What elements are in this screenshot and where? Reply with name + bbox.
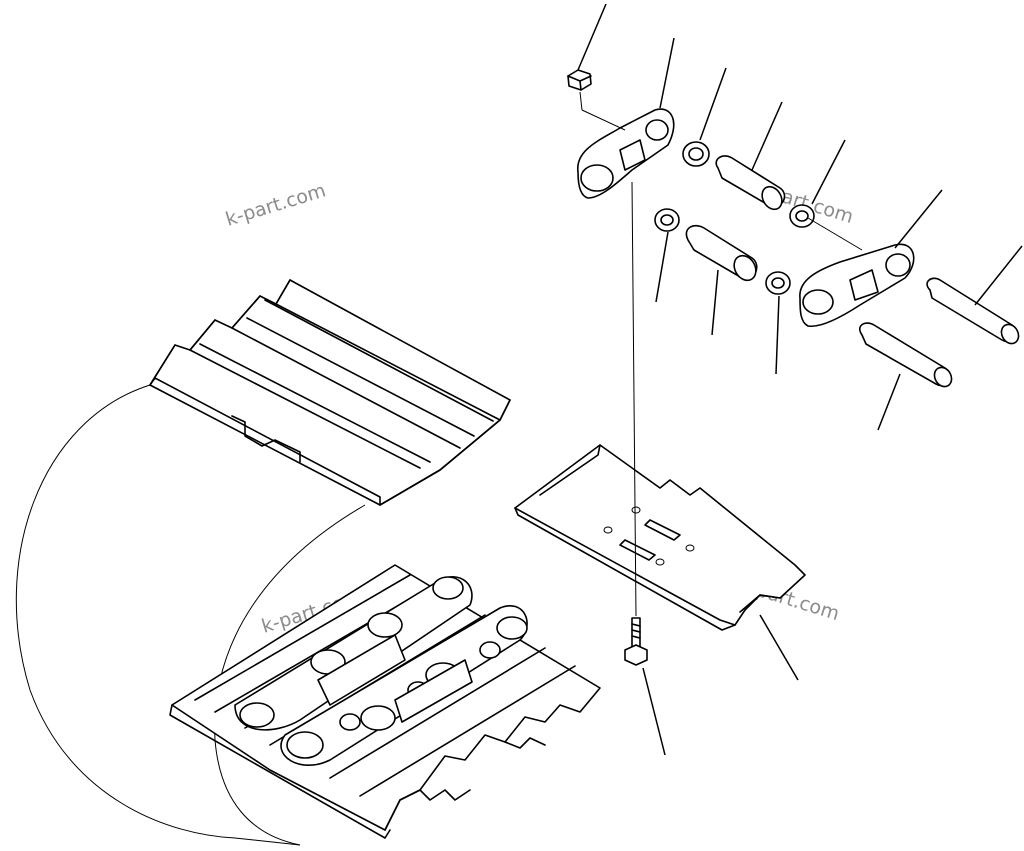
bushing-1: [715, 155, 786, 211]
seal-ring-3: [654, 208, 680, 232]
track-shoe-plate: [514, 444, 806, 631]
nut: [567, 69, 592, 91]
shoe-bolt: [624, 617, 648, 666]
bushing-2: [685, 224, 758, 282]
seal-ring-1: [682, 141, 710, 167]
inner-link: [577, 108, 675, 199]
seal-ring-4: [765, 271, 791, 295]
track-assembly: [169, 564, 601, 839]
outer-link: [799, 243, 915, 328]
track-pin-1: [926, 277, 1020, 345]
leader-lines: [577, 3, 1023, 756]
seal-ring-2: [789, 204, 815, 228]
watermark-1: k-part.com: [223, 179, 328, 230]
track-shoe-grouser: [149, 279, 511, 506]
track-pin-2: [859, 322, 953, 388]
